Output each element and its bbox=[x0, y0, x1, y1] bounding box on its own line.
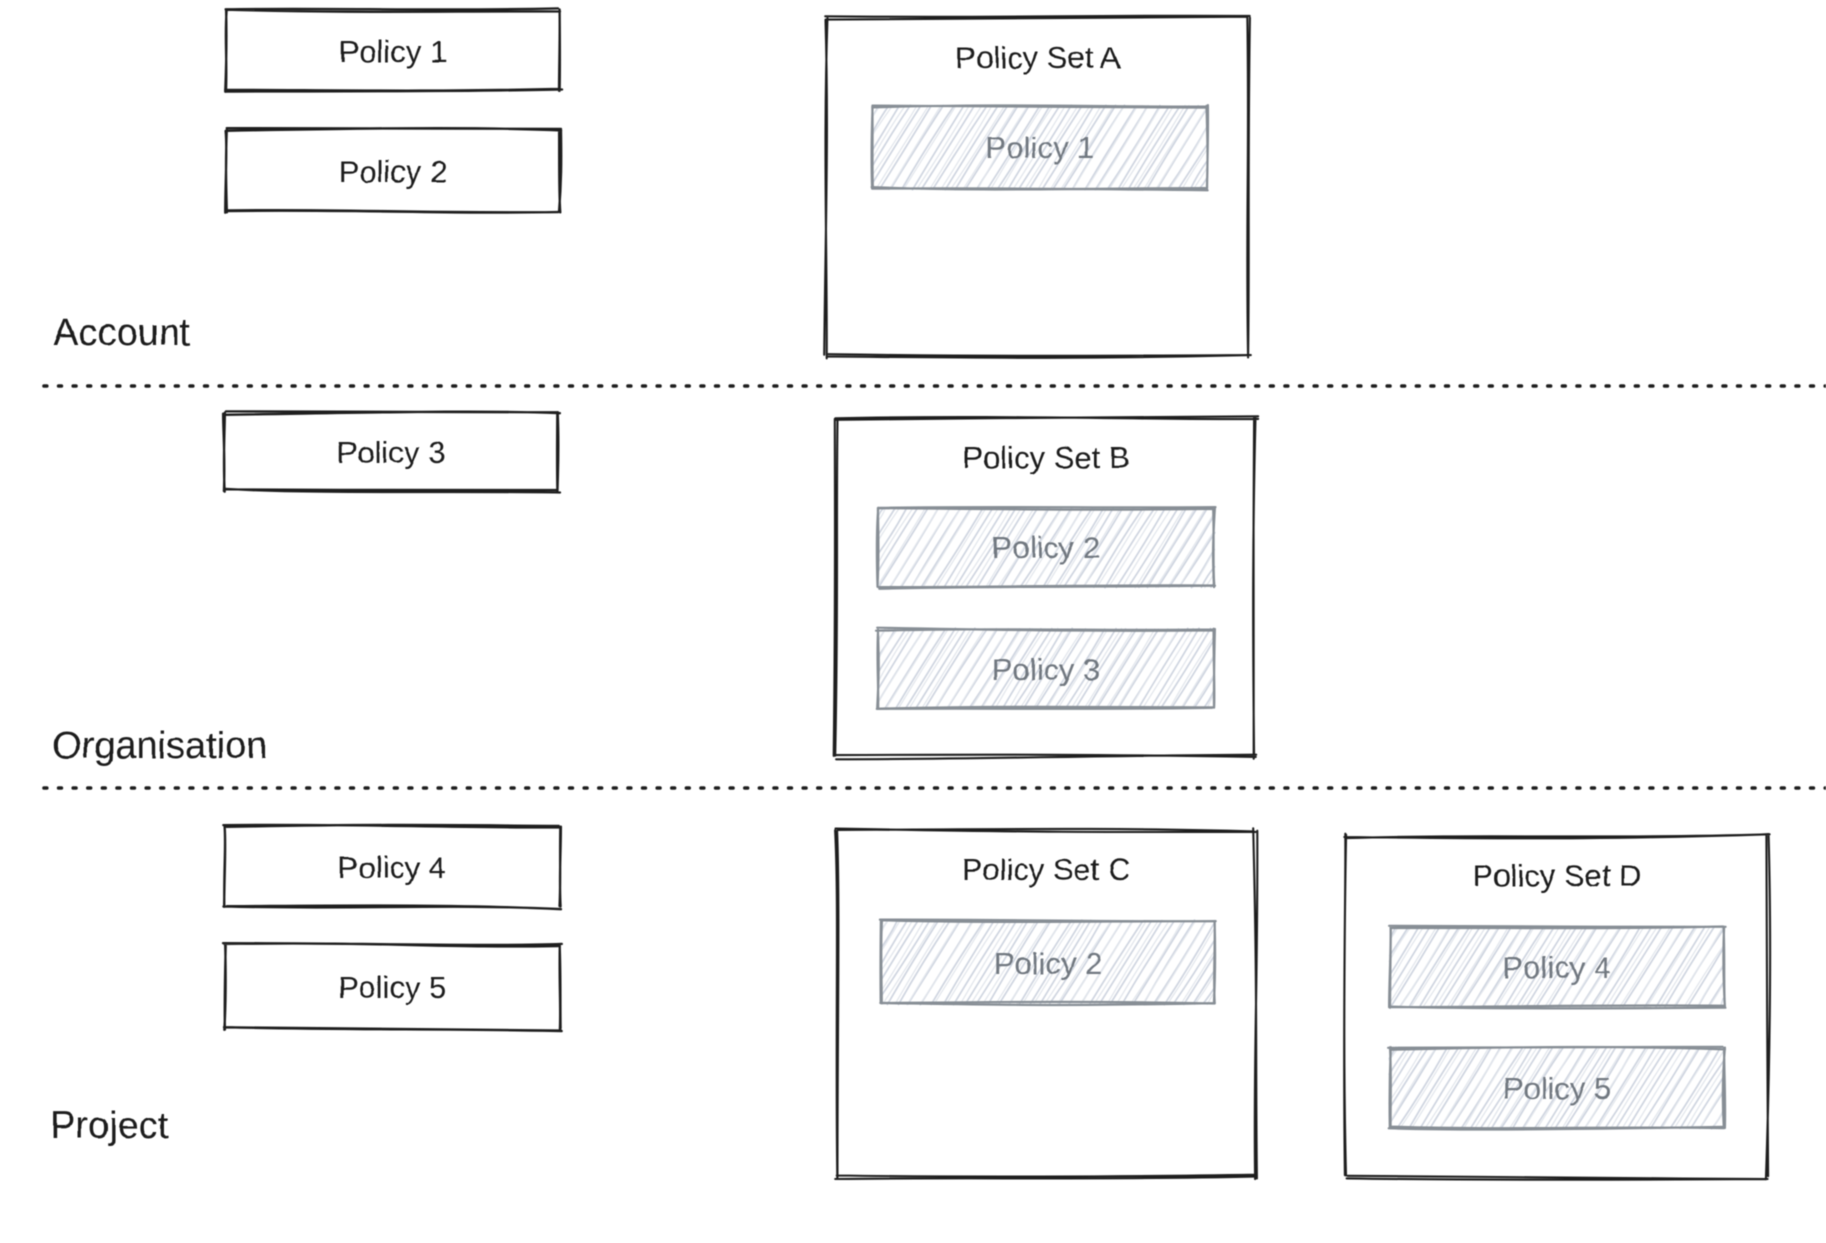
svg-text:Policy Set A: Policy Set A bbox=[955, 40, 1121, 75]
svg-text:Policy 4: Policy 4 bbox=[1503, 950, 1612, 985]
svg-text:Account: Account bbox=[53, 312, 191, 354]
svg-text:Policy 2: Policy 2 bbox=[339, 154, 448, 189]
svg-text:Policy 2: Policy 2 bbox=[994, 946, 1103, 981]
svg-text:Policy 4: Policy 4 bbox=[338, 850, 447, 885]
svg-text:Organisation: Organisation bbox=[52, 725, 267, 767]
svg-text:Policy 1: Policy 1 bbox=[339, 34, 448, 69]
svg-text:Project: Project bbox=[50, 1105, 169, 1147]
svg-text:Policy Set D: Policy Set D bbox=[1473, 858, 1642, 893]
svg-text:Policy 1: Policy 1 bbox=[986, 130, 1095, 165]
svg-text:Policy 5: Policy 5 bbox=[338, 970, 447, 1005]
svg-text:Policy 3: Policy 3 bbox=[992, 652, 1101, 687]
svg-text:Policy 5: Policy 5 bbox=[1503, 1071, 1612, 1106]
svg-text:Policy 3: Policy 3 bbox=[337, 435, 446, 470]
svg-text:Policy Set B: Policy Set B bbox=[962, 440, 1129, 475]
svg-text:Policy Set C: Policy Set C bbox=[962, 852, 1131, 887]
svg-text:Policy 2: Policy 2 bbox=[992, 530, 1101, 565]
